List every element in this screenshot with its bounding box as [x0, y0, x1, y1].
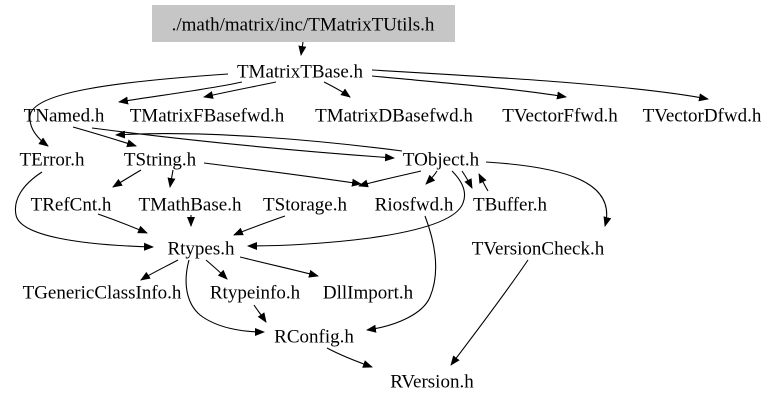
- node-TString[interactable]: TString.h: [124, 150, 197, 171]
- edge-TObject-to-TString: [115, 130, 403, 152]
- edge-TRefCnt-to-Rtypes: [97, 213, 148, 234]
- edge-TNamed-to-TObject: [91, 127, 395, 162]
- node-TVersionCheck[interactable]: TVersionCheck.h: [472, 239, 605, 260]
- edge-TObject-to-Rtypes: [247, 170, 466, 250]
- edge-TMatrixTBase-to-TError: [29, 73, 229, 147]
- edge-Rtypes-to-DllImport: [239, 256, 319, 278]
- node-Riosfwd[interactable]: Riosfwd.h: [375, 195, 454, 216]
- node-TNamed[interactable]: TNamed.h: [24, 106, 105, 127]
- edge-TString-to-TRefCnt: [112, 169, 142, 188]
- edge-TObject-to-TStorage: [358, 170, 422, 188]
- edge-Rtypes-to-RConfig: [185, 259, 265, 336]
- root-node-box: [152, 5, 455, 42]
- edge-TObject-to-TBuffer: [461, 170, 473, 189]
- edge-Riosfwd-to-RConfig: [366, 215, 437, 333]
- node-TObject[interactable]: TObject.h: [403, 150, 480, 171]
- node-TError[interactable]: TError.h: [20, 150, 85, 171]
- node-TMatrixTUtils: ./math/matrix/inc/TMatrixTUtils.h: [172, 15, 435, 36]
- node-Rtypeinfo[interactable]: Rtypeinfo.h: [210, 283, 301, 304]
- node-TMathBase[interactable]: TMathBase.h: [139, 195, 242, 216]
- edge-TString-to-TMathBase: [167, 169, 176, 188]
- node-RVersion[interactable]: RVersion.h: [390, 372, 474, 393]
- edge-TNamed-to-TString: [72, 126, 137, 148]
- edge-TMatrixTUtils-to-TMatrixTBase: [298, 41, 307, 56]
- edge-TObject-to-TVersionCheck: [485, 161, 612, 227]
- node-TVectorDfwd[interactable]: TVectorDfwd.h: [643, 106, 762, 127]
- edge-TMatrixTBase-to-TMatrixDBasefwd: [323, 81, 351, 98]
- edge-TMatrixTBase-to-TMatrixFBasefwd: [203, 81, 277, 99]
- edge-TError-to-Rtypes: [14, 171, 154, 251]
- node-Rtypes[interactable]: Rtypes.h: [167, 239, 235, 260]
- edges-layer: [14, 41, 709, 368]
- node-TStorage[interactable]: TStorage.h: [263, 195, 347, 216]
- nodes-layer: ./math/matrix/inc/TMatrixTUtils.hTMatrix…: [20, 5, 762, 393]
- edge-Rtypeinfo-to-RConfig: [253, 304, 267, 323]
- edge-RConfig-to-RVersion: [326, 347, 373, 368]
- node-TGenericClassInfo[interactable]: TGenericClassInfo.h: [23, 283, 182, 304]
- edge-TMatrixTBase-to-TVectorFfwd: [371, 75, 567, 100]
- edge-Rtypes-to-Rtypeinfo: [205, 259, 228, 280]
- node-TMatrixDBasefwd[interactable]: TMatrixDBasefwd.h: [315, 106, 473, 127]
- edge-TBuffer-to-TObject: [478, 173, 489, 192]
- node-TMatrixTBase[interactable]: TMatrixTBase.h: [237, 62, 364, 83]
- node-TBuffer[interactable]: TBuffer.h: [473, 195, 548, 216]
- node-RConfig[interactable]: RConfig.h: [274, 327, 354, 348]
- edge-TString-to-Riosfwd: [203, 162, 362, 187]
- edge-TMatrixTBase-to-TNamed: [118, 81, 243, 105]
- edge-TVersionCheck-to-RVersion: [450, 259, 529, 366]
- edge-TObject-to-Riosfwd: [425, 170, 438, 185]
- node-TVectorFfwd[interactable]: TVectorFfwd.h: [502, 106, 618, 127]
- node-TRefCnt[interactable]: TRefCnt.h: [31, 195, 112, 216]
- edge-TStorage-to-Rtypes: [233, 215, 286, 236]
- edge-TMatrixTBase-to-TVectorDfwd: [371, 69, 709, 102]
- node-TMatrixFBasefwd[interactable]: TMatrixFBasefwd.h: [130, 106, 285, 127]
- node-DllImport[interactable]: DllImport.h: [323, 283, 414, 304]
- edge-Rtypes-to-TGenericClassInfo: [140, 259, 179, 281]
